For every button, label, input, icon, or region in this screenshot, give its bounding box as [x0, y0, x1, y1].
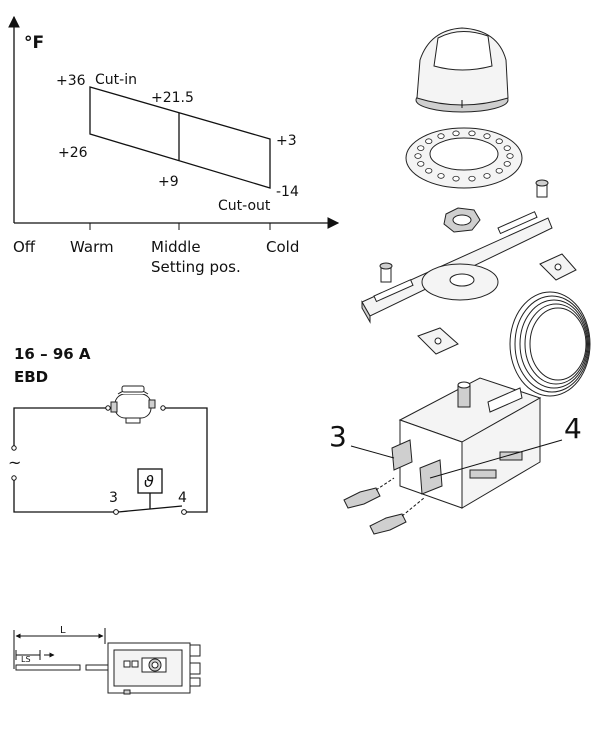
scale-dot	[437, 133, 445, 139]
scale-plate-icon	[405, 127, 523, 189]
capillary-tube	[15, 664, 81, 671]
dimension-drawing: L LS	[13, 625, 201, 695]
scale-dot	[417, 161, 425, 167]
scale-dot	[452, 175, 460, 182]
callout-3: 3	[329, 420, 347, 453]
connector-plug-icon	[343, 477, 395, 509]
circuit-top-left-wire	[13, 407, 108, 448]
compressor-terminal-left	[105, 405, 111, 411]
cut-out-label: Cut-out	[218, 198, 271, 214]
x-axis-label: Setting pos.	[151, 258, 241, 276]
wiring-diagram: 16 – 96 A EBD ~ ϑ 3 4	[8, 345, 208, 515]
terminal-3-tab	[391, 439, 413, 471]
scale-dot	[503, 145, 511, 151]
x-tick-middle: Middle	[151, 238, 201, 256]
knob-icon	[415, 27, 509, 113]
model-label: 16 – 96 A	[14, 345, 91, 363]
terminal-4-label: 4	[178, 490, 187, 506]
cut-in-warm-value: +36	[56, 73, 86, 89]
switch-contact-4	[181, 509, 187, 515]
scale-dot	[495, 167, 503, 174]
supply-terminal-bottom	[11, 475, 17, 481]
sensor-symbol: ϑ	[144, 472, 154, 491]
scale-dot	[468, 130, 476, 137]
scale-dot	[417, 145, 425, 151]
switch-contact-3	[113, 509, 119, 515]
screw-icon	[535, 179, 549, 198]
sensor-box	[137, 468, 163, 494]
connector-plug-icon	[369, 497, 425, 535]
scale-dot	[506, 153, 514, 159]
leader-3	[350, 445, 395, 459]
cut-in-label: Cut-in	[95, 72, 137, 88]
temperature-graph: °F +36 Cut-in +21.5 +3 +26 +9 -14 Cut-ou…	[8, 15, 340, 276]
supply-terminal-top	[11, 445, 17, 451]
cut-in-middle-value: +21.5	[151, 90, 194, 106]
cut-out-cold-value: -14	[276, 184, 299, 200]
scale-dot	[425, 138, 433, 145]
unit-label: °F	[24, 33, 44, 53]
clip-icon	[417, 327, 459, 355]
scale-dot	[452, 130, 460, 137]
cut-out-middle-value: +9	[158, 174, 179, 190]
circuit-bottom-wire	[13, 478, 114, 513]
clip-icon	[539, 253, 577, 281]
x-tick-warm: Warm	[70, 238, 114, 256]
ac-supply-symbol: ~	[8, 453, 21, 472]
x-tick-cold: Cold	[266, 238, 299, 256]
nut-icon	[443, 207, 481, 233]
compressor-icon	[110, 385, 156, 424]
x-tick-off: Off	[13, 238, 36, 256]
setting-band	[89, 86, 271, 189]
compressor-terminal-right	[160, 405, 166, 411]
scale-dot	[468, 175, 476, 182]
ls-label: LS	[21, 655, 31, 664]
cut-out-warm-value: +26	[58, 145, 88, 161]
mounting-bracket-icon	[361, 211, 553, 324]
screw-icon	[379, 262, 393, 283]
length-label: L	[60, 625, 66, 636]
terminal-3-label: 3	[109, 490, 118, 506]
variant-label: EBD	[14, 368, 48, 386]
scale-dot	[414, 153, 422, 159]
scale-dot	[425, 167, 433, 174]
scale-dot	[437, 173, 445, 179]
scale-dot	[483, 133, 491, 139]
exploded-view: 3 4	[329, 27, 591, 535]
terminal-4-tab	[419, 459, 443, 495]
circuit-top-right-wire	[163, 407, 208, 513]
scale-dot	[503, 161, 511, 167]
thermostat-body-icon	[391, 377, 542, 509]
callout-4: 4	[564, 412, 582, 445]
cut-in-cold-value: +3	[276, 133, 297, 149]
scale-dot	[495, 138, 503, 145]
leader-4	[429, 439, 563, 479]
capillary-coil-icon	[509, 291, 591, 421]
scale-dot	[483, 173, 491, 179]
